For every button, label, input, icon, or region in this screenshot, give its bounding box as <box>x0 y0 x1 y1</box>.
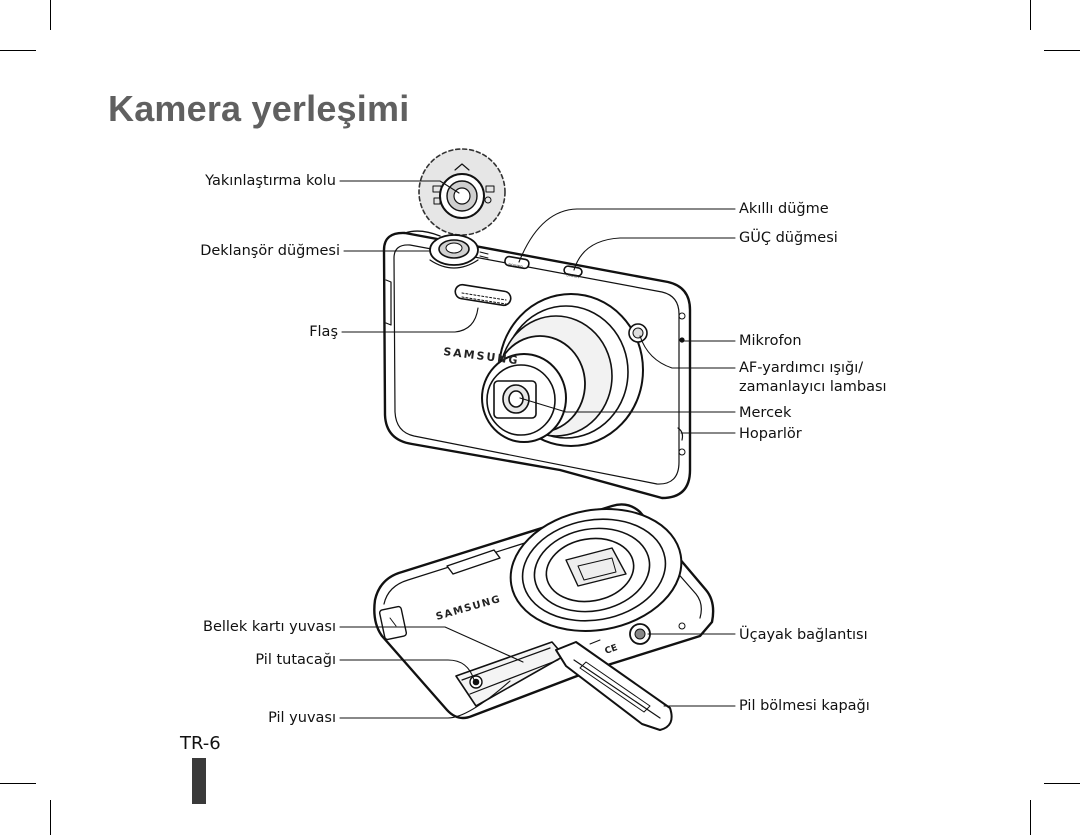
crop-mark <box>1044 50 1080 51</box>
label-battery-chamber: Pil yuvası <box>268 710 336 726</box>
label-battery-lock: Pil tutacağı <box>255 652 336 668</box>
smart-mark: SMART <box>566 272 581 279</box>
label-lens: Mercek <box>739 405 792 421</box>
label-speaker: Hoparlör <box>739 426 802 442</box>
label-shutter-button: Deklanşör düğmesi <box>200 243 340 259</box>
label-tripod-mount: Üçayak bağlantısı <box>739 627 868 643</box>
ce-mark: CE <box>604 643 619 657</box>
label-battery-cover: Pil bölmesi kapağı <box>739 698 870 714</box>
power-mark: POWER <box>508 262 524 270</box>
page-title: Kamera yerleşimi <box>108 88 410 129</box>
bottom-leader-lines <box>339 626 736 719</box>
label-af-lamp-line1: AF-yardımcı ışığı/ <box>739 360 864 376</box>
label-zoom-lever: Yakınlaştırma kolu <box>205 173 336 189</box>
crop-mark <box>0 783 36 784</box>
label-power-button: GÜÇ düğmesi <box>739 230 838 246</box>
camera-bottom-body <box>373 503 715 731</box>
label-smart-button: Akıllı düğme <box>739 201 829 217</box>
label-microphone: Mikrofon <box>739 333 802 349</box>
crop-mark <box>50 800 51 835</box>
camera-front-body <box>382 230 692 500</box>
crop-mark <box>50 0 51 30</box>
crop-mark <box>1030 0 1031 30</box>
page-number: TR-6 <box>180 733 221 754</box>
label-memory-card-slot: Bellek kartı yuvası <box>203 619 336 635</box>
crop-mark <box>1044 783 1080 784</box>
crop-mark <box>1030 800 1031 835</box>
label-af-lamp-line2: zamanlayıcı lambası <box>739 379 887 395</box>
section-tab-marker <box>192 758 206 804</box>
crop-mark <box>0 50 36 51</box>
zoom-lever-magnified <box>418 148 506 249</box>
label-flash: Flaş <box>309 324 338 340</box>
front-leader-lines <box>339 180 736 434</box>
